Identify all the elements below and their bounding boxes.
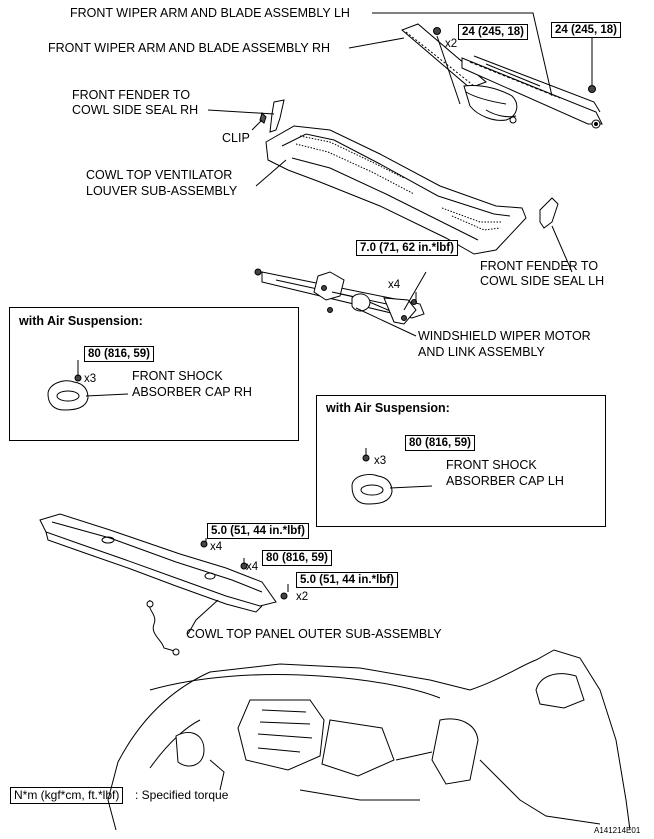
legend-torque-key: N*m (kgf*cm, ft.*lbf) (10, 787, 124, 804)
figure-id: A141214E01 (594, 826, 641, 835)
qty-panel-bolt-b: x2 (296, 591, 309, 603)
air-suspension-title-lh: with Air Suspension: (326, 401, 450, 415)
wiper-nut-rh (433, 27, 441, 35)
qty-panel-bolt-a: x4 (210, 541, 223, 553)
legend-torque-text: : Specified torque (135, 788, 229, 802)
wiper-motor-drawing (254, 268, 425, 325)
label-cap-lh-line2: ABSORBER CAP LH (446, 474, 564, 488)
qty-motor-bolt: x4 (388, 279, 401, 291)
wiper-arm-lh-drawing (461, 55, 603, 129)
qty-cap-lh: x3 (374, 455, 387, 467)
label-clip: CLIP (222, 131, 250, 145)
torque-panel-bolt-a: 5.0 (51, 44 in.*lbf) (207, 523, 309, 539)
qty-cap-rh: x3 (84, 373, 97, 385)
label-cap-rh-line1: FRONT SHOCK (132, 369, 223, 383)
torque-panel-nut: 80 (816, 59) (262, 550, 333, 566)
leader-lines (77, 12, 593, 635)
label-seal-rh-line2: COWL SIDE SEAL RH (72, 103, 199, 117)
wiper-nut-lh (588, 85, 596, 93)
label-motor-line2: AND LINK ASSEMBLY (418, 345, 545, 359)
torque-panel-bolt-b: 5.0 (51, 44 in.*lbf) (296, 572, 398, 588)
label-seal-lh-line1: FRONT FENDER TO (480, 259, 599, 273)
torque-cap-rh-nut: 80 (816, 59) (84, 346, 155, 362)
label-louver-line1: COWL TOP VENTILATOR (86, 168, 233, 182)
torque-wiper-nut-rh: 24 (245, 18) (458, 24, 529, 40)
qty-wiper-nut: x2 (445, 38, 458, 50)
label-cap-lh-line1: FRONT SHOCK (446, 458, 537, 472)
label-cap-rh-line2: ABSORBER CAP RH (132, 385, 252, 399)
louver-drawing (265, 125, 527, 255)
label-seal-lh-line2: COWL SIDE SEAL LH (480, 274, 605, 288)
label-wiper-arm-lh: FRONT WIPER ARM AND BLADE ASSEMBLY LH (70, 6, 350, 20)
label-cowl-panel: COWL TOP PANEL OUTER SUB-ASSEMBLY (186, 627, 442, 641)
label-seal-rh-line1: FRONT FENDER TO (72, 88, 191, 102)
cowl-panel-drawing (39, 513, 288, 656)
air-suspension-title-rh: with Air Suspension: (19, 314, 143, 328)
label-louver-line2: LOUVER SUB-ASSEMBLY (86, 184, 238, 198)
shock-cap-rh-drawing (47, 374, 89, 411)
vehicle-outline-drawing (107, 649, 631, 831)
qty-panel-nut: x4 (246, 561, 259, 573)
shock-cap-lh-drawing (351, 454, 393, 505)
seal-lh-drawing (539, 197, 559, 229)
air-suspension-box-lh (316, 395, 606, 527)
seal-rh-drawing (269, 99, 285, 133)
torque-cap-lh-nut: 80 (816, 59) (405, 435, 476, 451)
torque-wiper-nut-lh: 24 (245, 18) (551, 22, 622, 38)
torque-motor-bolt: 7.0 (71, 62 in.*lbf) (356, 240, 458, 256)
air-suspension-box-rh (9, 307, 299, 441)
label-motor-line1: WINDSHIELD WIPER MOTOR (418, 329, 591, 343)
label-wiper-arm-rh: FRONT WIPER ARM AND BLADE ASSEMBLY RH (48, 41, 331, 55)
